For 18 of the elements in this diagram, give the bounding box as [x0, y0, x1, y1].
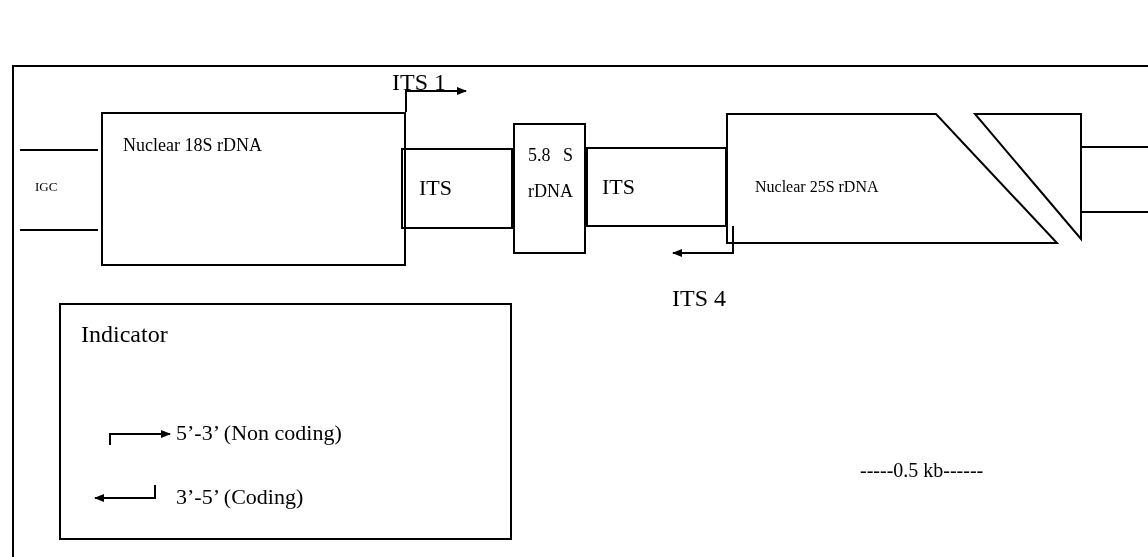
spacer-box: [401, 148, 513, 229]
legend-text: 3’-5’ (Coding): [176, 485, 304, 510]
label-text: Nuclear 25S rDNA: [755, 178, 879, 196]
spacer-box: [586, 147, 727, 227]
label-text: ITS: [602, 175, 635, 200]
gene-shape: [972, 113, 1082, 242]
scale-label: -----0.5 kb------: [860, 459, 984, 481]
region-label: IGC: [35, 180, 58, 195]
label-text: ITS: [419, 176, 452, 201]
indicator-box: [59, 303, 512, 540]
label-text: Indicator: [81, 321, 168, 348]
primer-label: ITS 1: [392, 69, 446, 96]
label-text: Nuclear 18S rDNA: [123, 136, 262, 156]
legend-text: 5’-3’ (Non coding): [176, 421, 342, 446]
gene-box: [101, 112, 406, 266]
label-text: 5.8 S rDNA: [528, 144, 574, 203]
gene-box: [513, 123, 586, 254]
primer-label: ITS 4: [672, 285, 726, 312]
